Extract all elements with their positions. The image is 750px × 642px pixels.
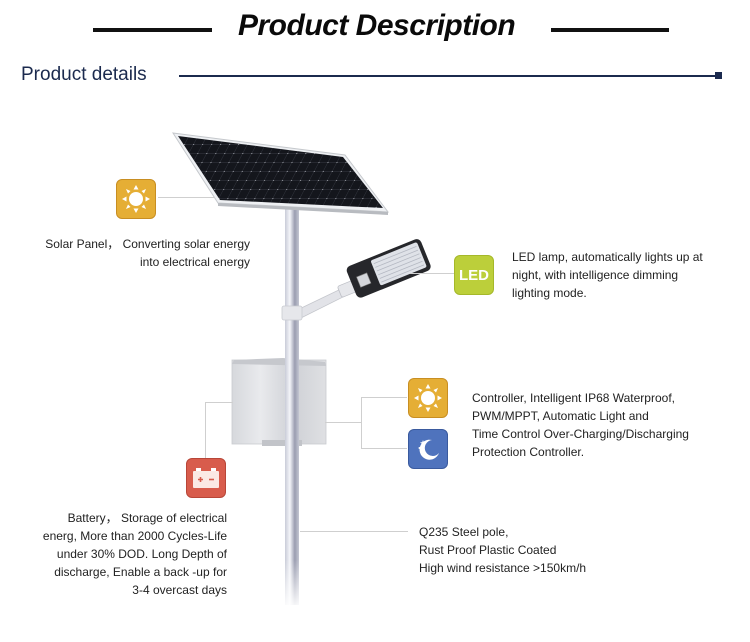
controller-leader-line-vertical	[361, 397, 362, 449]
controller-moon-callout-icon	[408, 429, 448, 469]
pole-leader-line	[300, 531, 408, 532]
section-divider	[179, 75, 715, 77]
pole-description: Q235 Steel pole, Rust Proof Plastic Coat…	[419, 525, 587, 575]
battery-callout-icon	[186, 458, 226, 498]
controller-leader-line-top	[361, 397, 407, 398]
solar-panel-description: Solar Panel， Converting solar energy int…	[45, 237, 250, 269]
led-lamp-description: LED lamp, automatically lights up at nig…	[512, 250, 703, 300]
battery-description: Battery， Storage of electrical energ, Mo…	[42, 511, 227, 597]
solar-panel-callout-icon	[116, 179, 156, 219]
title-decoration-left	[93, 28, 212, 32]
page-title: Product Description	[238, 9, 516, 42]
battery-box	[231, 356, 327, 448]
controller-leader-line-stem	[325, 422, 361, 423]
controller-description: Controller, Intelligent IP68 Waterproof,…	[472, 391, 689, 459]
section-title: Product details	[21, 64, 147, 85]
controller-leader-line-bottom	[361, 448, 407, 449]
section-header: Product details	[21, 64, 726, 90]
battery-icon	[193, 468, 219, 488]
section-divider-end-marker	[715, 72, 722, 79]
sun-icon	[122, 185, 150, 213]
led-icon: LED	[459, 266, 489, 284]
sun-icon	[414, 384, 442, 412]
solar-panel-leader-line	[158, 197, 215, 198]
page-title-row: Product Description	[0, 8, 750, 48]
battery-leader-line-vertical	[205, 402, 206, 458]
lamp-arm	[281, 280, 357, 321]
title-decoration-right	[551, 28, 669, 32]
solar-panel	[171, 132, 390, 215]
led-lamp-callout-icon: LED	[454, 255, 494, 295]
moon-icon	[418, 439, 439, 460]
battery-leader-line-horizontal	[205, 402, 233, 403]
controller-sun-callout-icon	[408, 378, 448, 418]
led-lamp-head	[346, 239, 431, 298]
led-lamp-leader-line	[410, 273, 454, 274]
